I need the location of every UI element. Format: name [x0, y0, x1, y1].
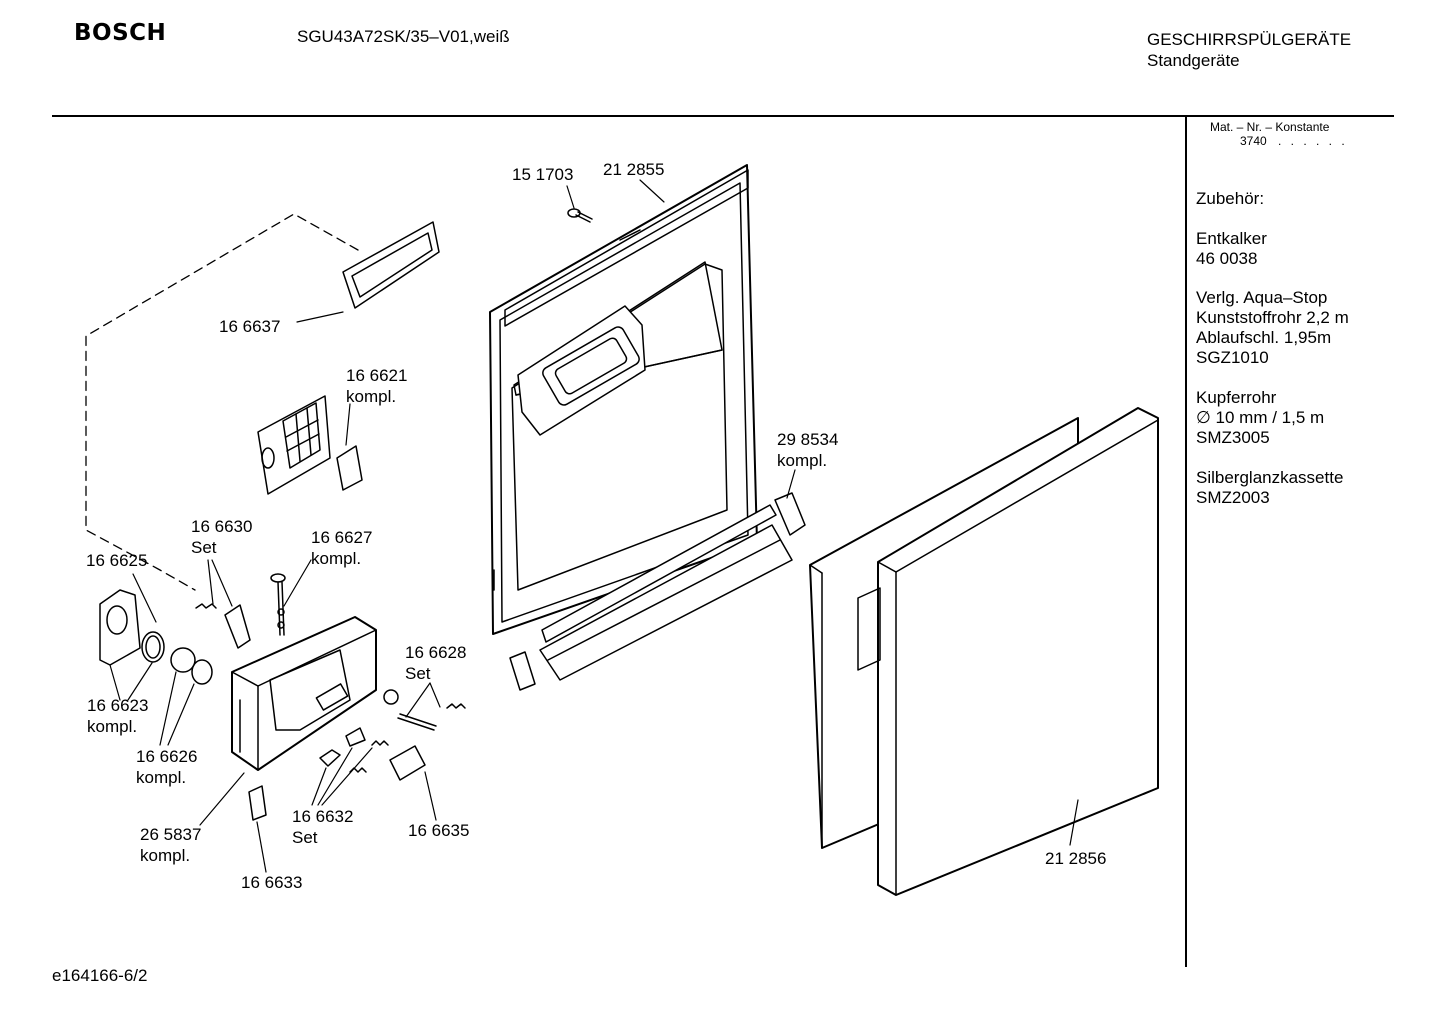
accessory-line: 46 0038 [1196, 249, 1258, 268]
grille-assembly [257, 395, 363, 495]
model-number: SGU43A72SK/35–V01,weiß [297, 27, 510, 46]
accessory-line: SMZ2003 [1196, 488, 1270, 507]
part-number: 26 5837 [140, 825, 202, 844]
material-label: Mat. – Nr. – Konstante [1210, 120, 1330, 134]
part-suffix: kompl. [87, 717, 138, 736]
part-suffix: Set [191, 538, 217, 557]
part-label-166623: 16 6623 kompl. [87, 695, 148, 737]
part-number: 16 6632 [292, 807, 354, 826]
part-label-166632: 16 6632 Set [292, 806, 353, 848]
part-suffix: kompl. [136, 768, 187, 787]
part-number: 16 6630 [191, 517, 253, 536]
micro-switch [389, 745, 426, 781]
spring-set [195, 603, 251, 649]
actuator-set [319, 727, 367, 773]
small-plate [248, 785, 267, 821]
accessory-group-3: Kupferrohr ∅ 10 mm / 1,5 m SMZ3005 [1196, 388, 1324, 448]
accessories-title: Zubehör: [1196, 189, 1265, 208]
accessory-group-1: Entkalker 46 0038 [1196, 229, 1267, 269]
accessory-line: SMZ3005 [1196, 428, 1270, 447]
subcategory-title: Standgeräte [1147, 51, 1240, 70]
accessory-line: Kunststoffrohr 2,2 m [1196, 308, 1349, 327]
brand-logo: BOSCH [74, 20, 167, 46]
part-label-166627: 16 6627 kompl. [311, 527, 372, 569]
part-suffix: kompl. [777, 451, 828, 470]
part-label-166625: 16 6625 [86, 551, 148, 570]
part-number: 16 6623 [87, 696, 149, 715]
lever-set [371, 689, 466, 746]
material-dots: . . . . . . [1278, 134, 1348, 148]
accessory-line: Verlg. Aqua–Stop [1196, 288, 1328, 307]
header-divider [52, 115, 1394, 117]
accessory-group-2: Verlg. Aqua–Stop Kunststoffrohr 2,2 m Ab… [1196, 288, 1349, 368]
dispenser-housing [231, 616, 377, 771]
seal-rings [141, 631, 213, 685]
accessory-line: Entkalker [1196, 229, 1267, 248]
diagram-code: e164166-6/2 [52, 966, 148, 985]
part-label-166630: 16 6630 Set [191, 516, 252, 558]
accessory-line: Kupferrohr [1196, 388, 1277, 407]
part-number: 16 6626 [136, 747, 198, 766]
leader-lines [109, 179, 1079, 873]
accessory-line: SGZ1010 [1196, 348, 1269, 367]
outer-door-panel [809, 407, 1159, 896]
part-label-166637: 16 6637 [219, 317, 281, 336]
part-label-166635: 16 6635 [408, 821, 470, 840]
sidebar-divider [1185, 117, 1187, 967]
part-number: 16 6627 [311, 528, 373, 547]
part-label-212855: 21 2855 [603, 160, 665, 179]
part-number: 29 8534 [777, 430, 839, 449]
dosing-cover [99, 589, 141, 666]
accessory-line: Ablaufschl. 1,95m [1196, 328, 1332, 347]
part-number: 16 6628 [405, 643, 467, 662]
valve-pin [270, 573, 286, 636]
part-suffix: kompl. [140, 846, 191, 865]
part-label-212856: 21 2856 [1045, 849, 1107, 868]
category-title: GESCHIRRSPÜLGERÄTE [1147, 30, 1352, 49]
accessory-line: ∅ 10 mm / 1,5 m [1196, 408, 1325, 427]
part-label-166633: 16 6633 [241, 873, 303, 892]
exploded-parts-diagram [85, 164, 1159, 896]
dashed-assembly-line [85, 213, 359, 591]
part-suffix: kompl. [311, 549, 362, 568]
part-label-265837: 26 5837 kompl. [140, 824, 201, 866]
inner-door-panel [489, 164, 758, 635]
part-suffix: kompl. [346, 387, 397, 406]
part-label-166626: 16 6626 kompl. [136, 746, 197, 788]
part-suffix: Set [292, 828, 318, 847]
part-number: 16 6621 [346, 366, 408, 385]
screw-icon [567, 208, 593, 223]
part-label-166628: 16 6628 Set [405, 642, 466, 684]
part-suffix: Set [405, 664, 431, 683]
accessory-line: Silberglanzkassette [1196, 468, 1344, 487]
part-label-151703: 15 1703 [512, 165, 574, 184]
part-label-298534: 29 8534 kompl. [777, 429, 838, 471]
material-value: 3740 [1240, 134, 1267, 148]
accessory-group-4: Silberglanzkassette SMZ2003 [1196, 468, 1343, 508]
frame-gasket [342, 221, 440, 309]
part-label-166621: 16 6621 kompl. [346, 365, 407, 407]
door-rail [509, 492, 806, 691]
